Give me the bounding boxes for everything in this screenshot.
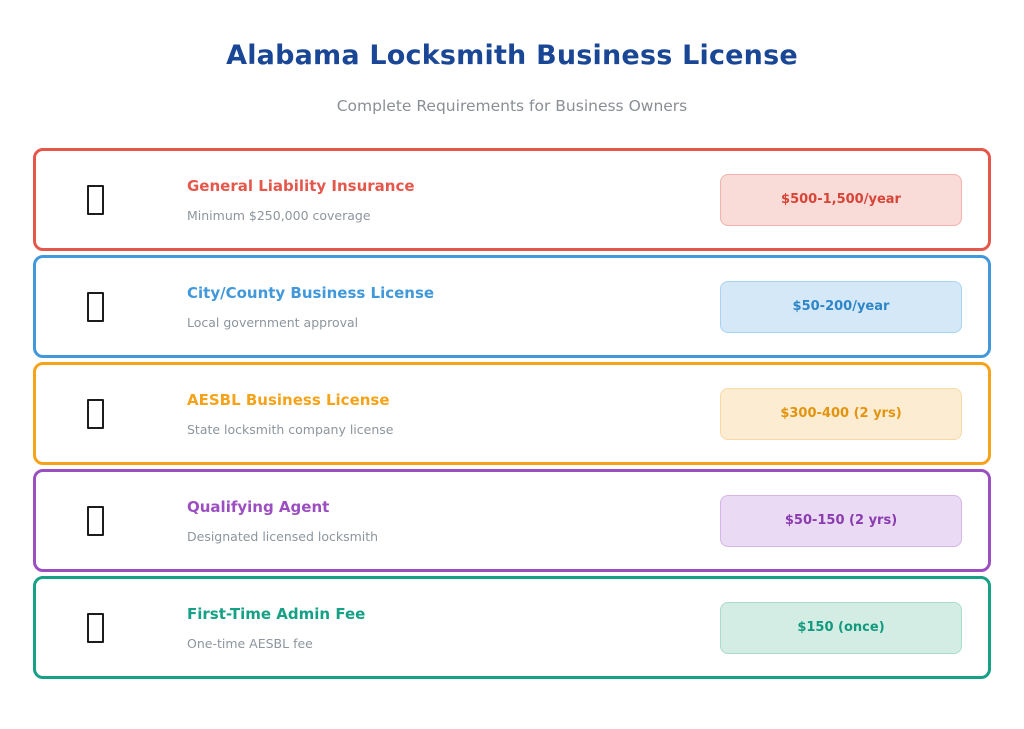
item-title: First-Time Admin Fee (187, 604, 366, 623)
cost-badge: $50-200/year (720, 280, 962, 333)
missing-glyph-icon (87, 398, 104, 429)
missing-glyph-icon (87, 505, 104, 536)
page-title: Alabama Locksmith Business License (226, 40, 798, 71)
card-text-block: City/County Business License Local gover… (187, 284, 720, 330)
card-text-block: Qualifying Agent Designated licensed loc… (187, 498, 720, 544)
card-text-block: General Liability Insurance Minimum $250… (187, 177, 720, 223)
requirements-list: General Liability Insurance Minimum $250… (33, 148, 991, 683)
missing-glyph-icon (87, 612, 104, 643)
item-title: Qualifying Agent (187, 497, 330, 516)
cost-badge: $150 (once) (720, 601, 962, 654)
item-description: Local government approval (187, 314, 359, 330)
item-description: Designated licensed locksmith (187, 528, 379, 544)
cost-badge: $500-1,500/year (720, 173, 962, 226)
requirement-card-admin-fee: First-Time Admin Fee One-time AESBL fee … (33, 576, 991, 679)
card-text-block: First-Time Admin Fee One-time AESBL fee (187, 605, 720, 651)
item-title: AESBL Business License (187, 390, 390, 409)
cost-badge: $50-150 (2 yrs) (720, 494, 962, 547)
missing-glyph-icon (87, 184, 104, 215)
card-text-block: AESBL Business License State locksmith c… (187, 391, 720, 437)
requirement-card-city-county-license: City/County Business License Local gover… (33, 255, 991, 358)
requirement-card-general-liability: General Liability Insurance Minimum $250… (33, 148, 991, 251)
item-description: One-time AESBL fee (187, 635, 313, 651)
requirement-card-aesbl-license: AESBL Business License State locksmith c… (33, 362, 991, 465)
header: Alabama Locksmith Business License Compl… (0, 0, 1024, 115)
missing-glyph-icon (87, 291, 104, 322)
item-description: State locksmith company license (187, 421, 394, 437)
page-subtitle: Complete Requirements for Business Owner… (336, 97, 688, 115)
requirement-card-qualifying-agent: Qualifying Agent Designated licensed loc… (33, 469, 991, 572)
item-title: City/County Business License (187, 283, 435, 302)
item-description: Minimum $250,000 coverage (187, 207, 371, 223)
item-title: General Liability Insurance (187, 176, 415, 195)
cost-badge: $300-400 (2 yrs) (720, 387, 962, 440)
